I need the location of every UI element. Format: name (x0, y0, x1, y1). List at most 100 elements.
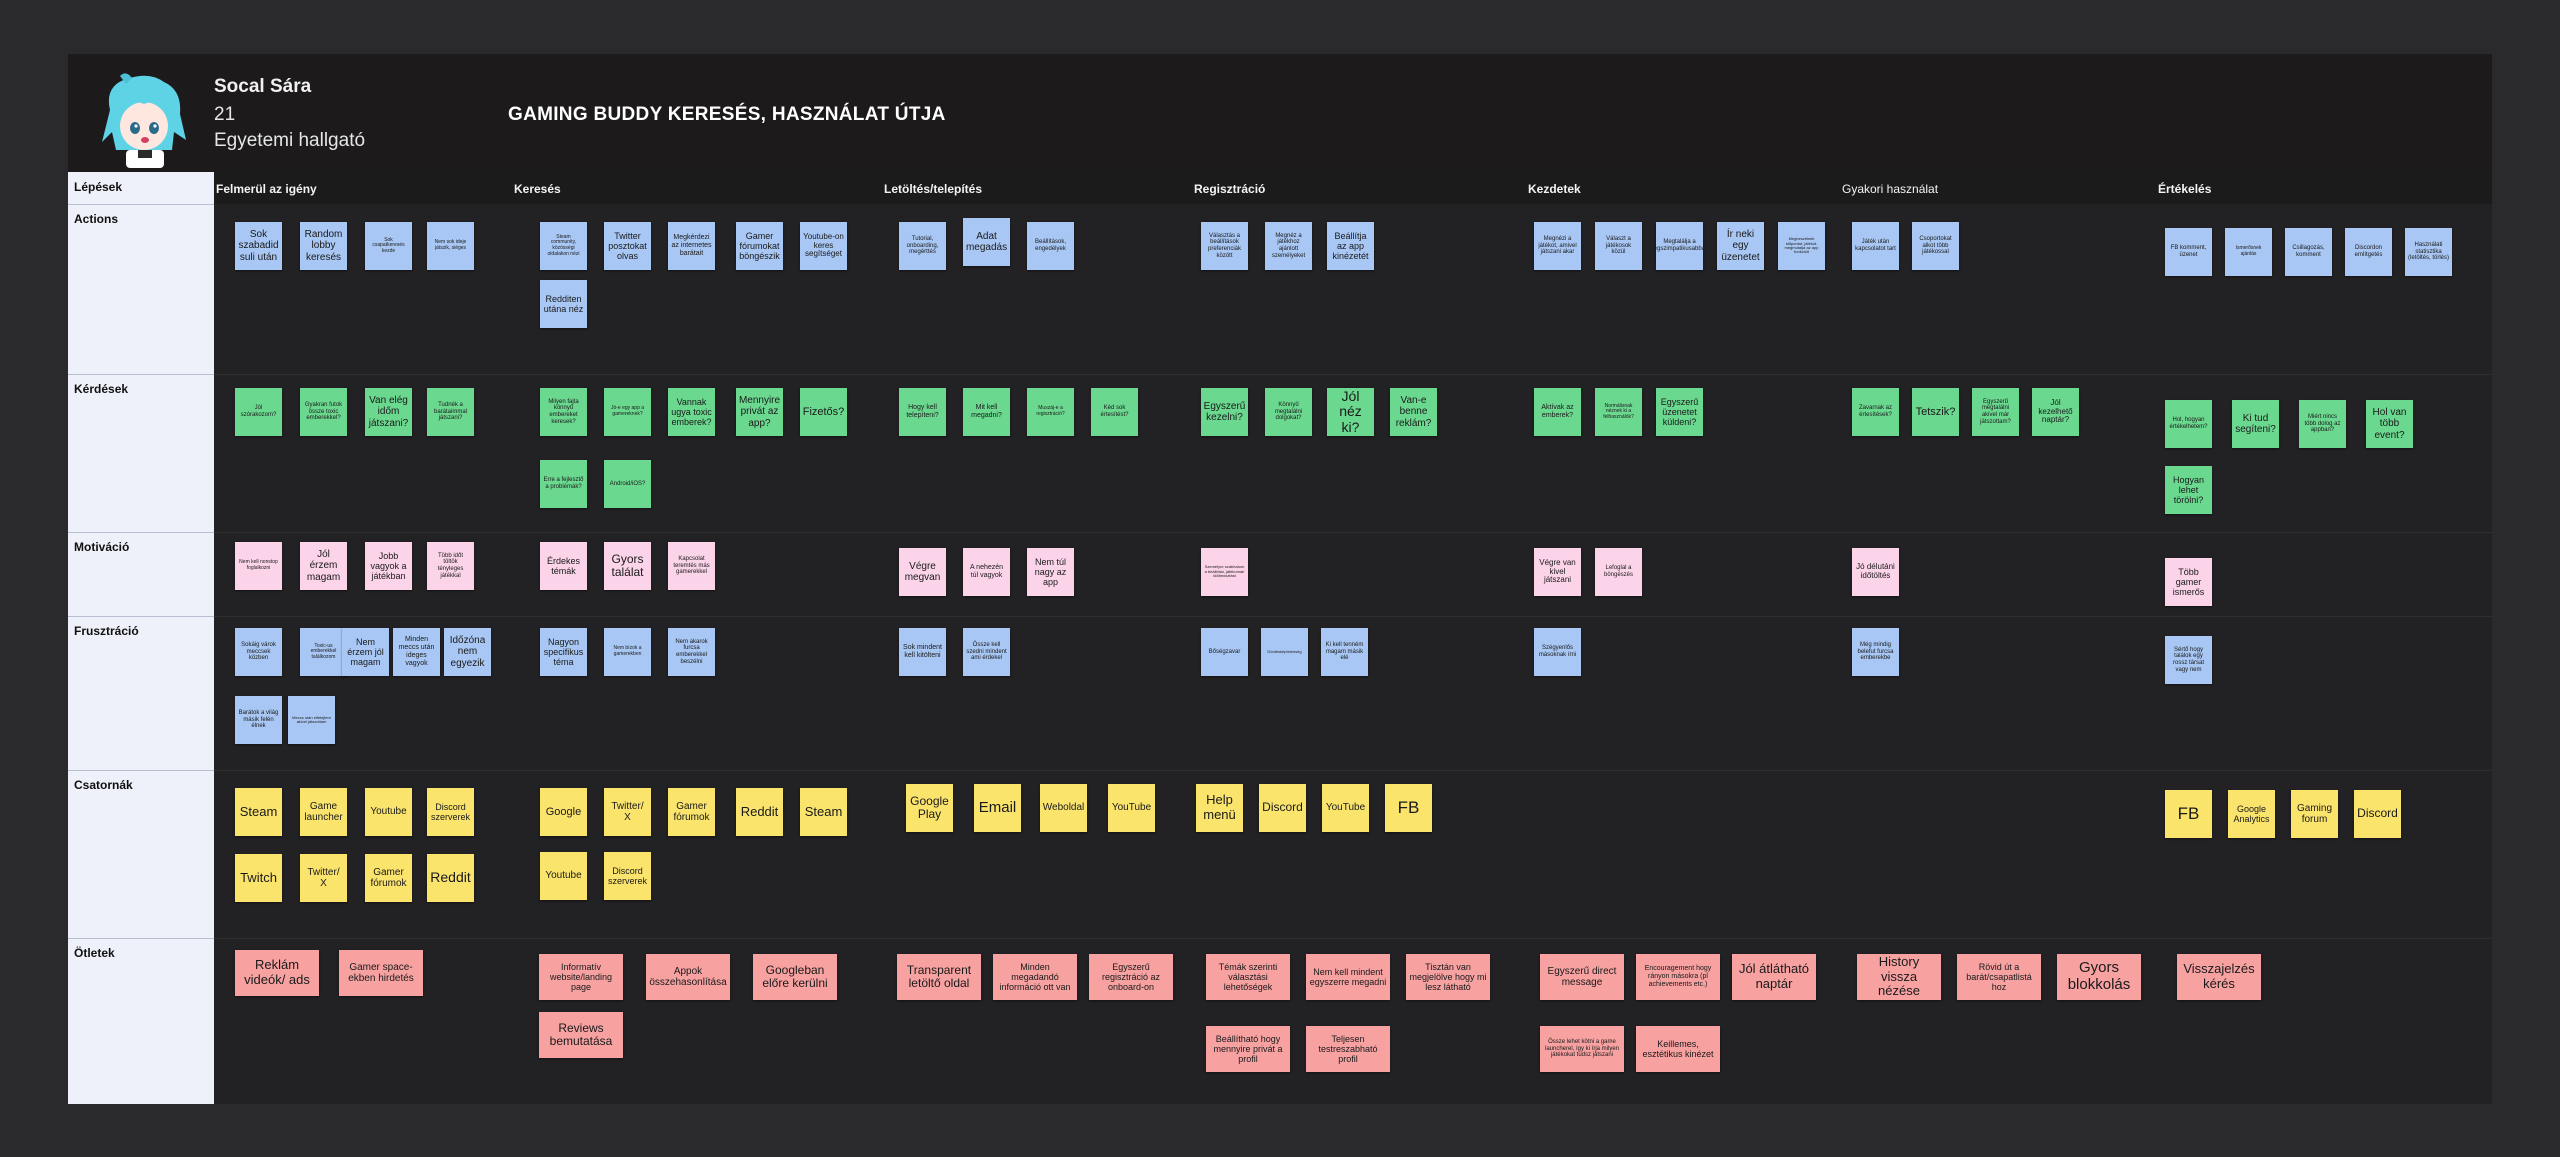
sticky-note[interactable]: Beállítások, engedélyek (1027, 222, 1074, 270)
sticky-note[interactable]: Gaming forum (2291, 790, 2338, 838)
sticky-note[interactable]: Ír neki egy üzenetet (1717, 222, 1764, 270)
sticky-note[interactable]: Egyszerű üzenetet küldeni? (1656, 388, 1703, 436)
sticky-note[interactable]: Steam (800, 788, 847, 836)
sticky-note[interactable]: Email (974, 784, 1021, 832)
sticky-note[interactable]: Megnéz a játékhoz ajánlott személyeket (1265, 222, 1312, 270)
sticky-note[interactable]: Rövid út a barát/csapatlistá hoz (1957, 954, 2041, 1000)
sticky-note[interactable]: Discord (2354, 790, 2401, 838)
sticky-note[interactable]: Van elég időm játszani? (365, 388, 412, 436)
sticky-note[interactable]: Google Play (906, 784, 953, 832)
sticky-note[interactable]: Nem kell nonstop foglalkozni (235, 542, 282, 590)
sticky-note[interactable]: Beállítja az app kinézetét (1327, 222, 1374, 270)
sticky-note[interactable]: Jól kezelhető naptár? (2032, 388, 2079, 436)
sticky-note[interactable]: A nehezén túl vagyok (963, 548, 1010, 596)
sticky-note[interactable]: Mennyire privát az app? (736, 388, 783, 436)
sticky-note[interactable]: Google Analytics (2228, 790, 2275, 838)
sticky-note[interactable]: Több gamer ismerős (2165, 558, 2212, 606)
sticky-note[interactable]: Nem bízok a gamerekben (604, 628, 651, 676)
sticky-note[interactable]: Youtube (540, 852, 587, 900)
sticky-note[interactable]: Adat megadás (963, 218, 1010, 266)
sticky-note[interactable]: Reklám videók/ ads (235, 950, 319, 996)
sticky-note[interactable]: Össze kell szedni mindent ami érdekel (963, 628, 1010, 676)
sticky-note[interactable]: Kéd sok értesítést? (1091, 388, 1138, 436)
sticky-note[interactable]: Nagyon specifikus téma (540, 628, 587, 676)
sticky-note[interactable]: Gyors találat (604, 542, 651, 590)
sticky-note[interactable]: Reviews bemutatása (539, 1012, 623, 1058)
sticky-note[interactable]: Visszajelzés kérés (2177, 954, 2261, 1000)
sticky-note[interactable]: Gyors blokkolás (2057, 954, 2141, 1000)
sticky-note[interactable]: Encouragement hogy rányon másokra (pl ac… (1636, 954, 1720, 1000)
sticky-note[interactable]: Sértő hogy találok egy rossz társat vagy… (2165, 636, 2212, 684)
sticky-note[interactable]: Hol, hogyan értékelhetem? (2165, 400, 2212, 448)
sticky-note[interactable]: Nem akarok furcsa emberekkel beszélni (668, 628, 715, 676)
sticky-note[interactable]: Twitter posztokat olvas (604, 222, 651, 270)
sticky-note[interactable]: Sokáig várok meccsek közben (235, 628, 282, 676)
sticky-note[interactable]: Bőségzavar (1201, 628, 1248, 676)
sticky-note[interactable]: Jó-e egy app a gamereknek? (604, 388, 651, 436)
sticky-note[interactable]: Egyszerű direct message (1540, 954, 1624, 1000)
sticky-note[interactable]: Youtube-on keres segítséget (800, 222, 847, 270)
sticky-note[interactable]: Megkérdezi az internetes barátait (668, 222, 715, 270)
sticky-note[interactable]: Még mindig belefut furcsa emberekbe (1852, 628, 1899, 676)
sticky-note[interactable]: Témák szerinti választási lehetőségek (1206, 954, 1290, 1000)
sticky-note[interactable]: Informatív website/landing page (539, 954, 623, 1000)
sticky-note[interactable]: Megnézi a játékot, amivel játszani akar (1534, 222, 1581, 270)
sticky-note[interactable]: Reddit (736, 788, 783, 836)
sticky-note[interactable]: Jól szórakozom? (235, 388, 282, 436)
sticky-note[interactable]: Googleban előre kerülni (753, 954, 837, 1000)
sticky-note[interactable]: Egyszerű kezelni? (1201, 388, 1248, 436)
sticky-note[interactable]: Jobb vagyok a játékban (365, 542, 412, 590)
sticky-note[interactable]: Jól érzem magam (300, 542, 347, 590)
sticky-note[interactable]: Steam community, közösségi oldalakon néz… (540, 222, 587, 270)
sticky-note[interactable]: Gamer fórumok (668, 788, 715, 836)
sticky-note[interactable]: Muszáj-e a regisztráció? (1027, 388, 1074, 436)
sticky-note[interactable]: Ki kell tenném magam másik elé (1321, 628, 1368, 676)
sticky-note[interactable]: Játék után kapcsolatot tart (1852, 222, 1899, 270)
sticky-note[interactable]: Választ a játékosok közül (1595, 222, 1642, 270)
sticky-note[interactable]: Jól átlátható naptár (1732, 954, 1816, 1000)
sticky-note[interactable]: Android/iOS? (604, 460, 651, 508)
sticky-note[interactable]: Jól néz ki? (1327, 388, 1374, 436)
sticky-note[interactable]: Ismerősnek ajánlás (2225, 228, 2272, 276)
sticky-note[interactable]: Gamer fórumokat böngészik (736, 222, 783, 270)
sticky-note[interactable]: Csoportokat alkot több játékossal (1912, 222, 1959, 270)
sticky-note[interactable]: Sok szabadid suli után (235, 222, 282, 270)
sticky-note[interactable]: Sok mindent kell kitölteni (899, 628, 946, 676)
sticky-note[interactable]: FB komment, üzenet (2165, 228, 2212, 276)
sticky-note[interactable]: YouTube (1322, 784, 1369, 832)
sticky-note[interactable]: Végre megvan (899, 548, 946, 596)
sticky-note[interactable]: Google (540, 788, 587, 836)
sticky-note[interactable]: Sok csapatkeresés kezde (365, 222, 412, 270)
sticky-note[interactable]: Döntésképtelenség (1261, 628, 1308, 676)
sticky-note[interactable]: Össze lehet kötni a game launcherel, így… (1540, 1026, 1624, 1072)
sticky-note[interactable]: Hogyan lehet törölni? (2165, 466, 2212, 514)
sticky-note[interactable]: Mit kell megadni? (963, 388, 1010, 436)
sticky-note[interactable]: Aktívak az emberek? (1534, 388, 1581, 436)
sticky-note[interactable]: Keillemes, esztétikus kinézet (1636, 1026, 1720, 1072)
sticky-note[interactable]: Egyszerű megtalálni akivel már játszotta… (1972, 388, 2019, 436)
sticky-note[interactable]: Végre van kivel játszani (1534, 548, 1581, 596)
sticky-note[interactable]: FB (2165, 790, 2212, 838)
sticky-note[interactable]: Discord szerverek (604, 852, 651, 900)
sticky-note[interactable]: Fizetős? (800, 388, 847, 436)
sticky-note[interactable]: Discordon említgetés (2345, 228, 2392, 276)
sticky-note[interactable]: Minden megadandó információ ott van (993, 954, 1077, 1000)
sticky-note[interactable]: Nem kell mindent egyszerre megadni (1306, 954, 1390, 1000)
sticky-note[interactable]: Youtube (365, 788, 412, 836)
sticky-note[interactable]: Milyen fajta könnyű embereket keresek? (540, 388, 587, 436)
sticky-note[interactable]: Nem érzem jól magam (342, 628, 389, 676)
sticky-note[interactable]: Lefoglal a böngészés (1595, 548, 1642, 596)
sticky-note[interactable]: Discord (1259, 784, 1306, 832)
sticky-note[interactable]: Hogy kell telepíteni? (899, 388, 946, 436)
sticky-note[interactable]: Megtalálja a legszimpatikusabbat (1656, 222, 1703, 270)
sticky-note[interactable]: Tutorial, onboarding, megérttés (899, 222, 946, 270)
sticky-note[interactable]: Tetszik? (1912, 388, 1959, 436)
sticky-note[interactable]: Minden meccs után ideges vagyok (393, 628, 440, 676)
sticky-note[interactable]: History vissza nézése (1857, 954, 1941, 1000)
sticky-note[interactable]: Twitter/ X (300, 854, 347, 902)
sticky-note[interactable]: Meccs után elfelejtem akivel játszottam (288, 696, 335, 744)
sticky-note[interactable]: Csillagozás, komment (2285, 228, 2332, 276)
sticky-note[interactable]: Weboldal (1040, 784, 1087, 832)
sticky-note[interactable]: Tisztán van megjelölve hogy mi lesz láth… (1406, 954, 1490, 1000)
sticky-note[interactable]: Random lobby keresés (300, 222, 347, 270)
